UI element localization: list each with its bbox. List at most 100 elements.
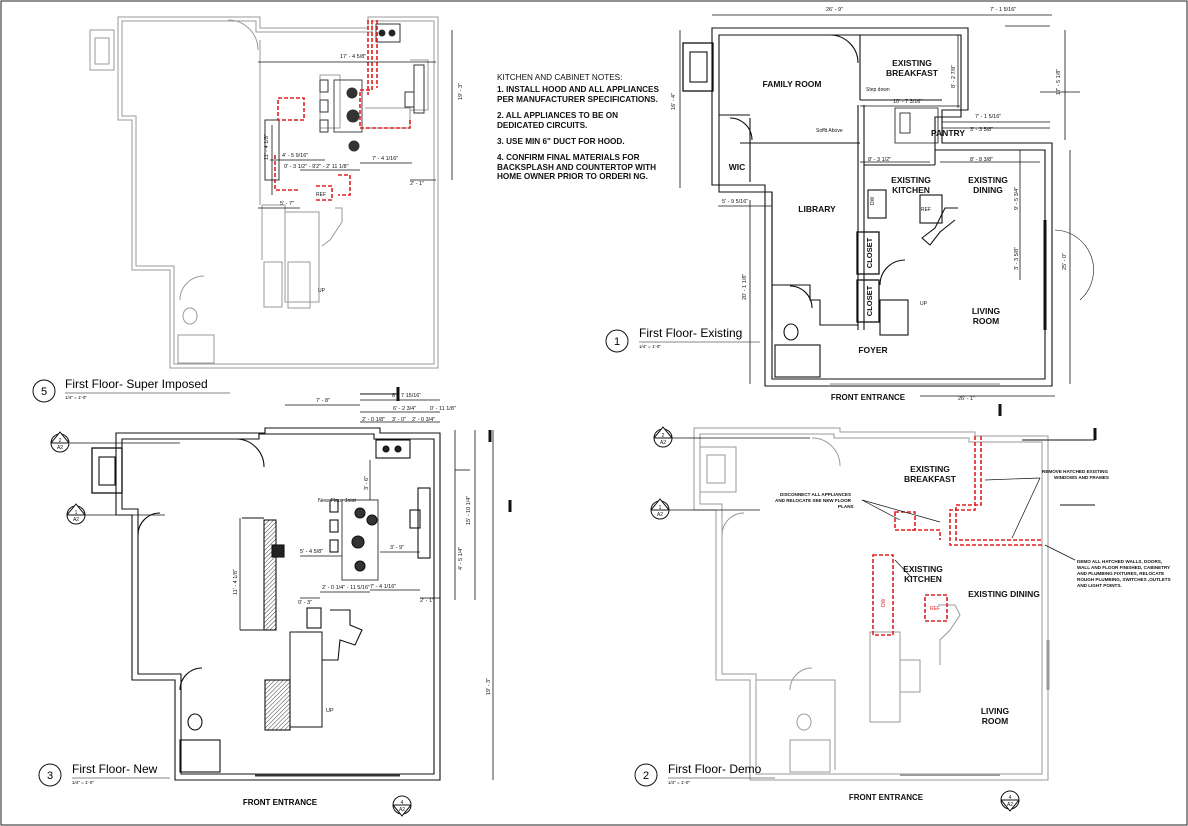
- plan-superimposed-new: [264, 23, 425, 181]
- svg-text:UP: UP: [318, 288, 326, 294]
- view-title-5: 5 First Floor- Super Imposed 1/4" = 1'-0…: [32, 377, 230, 403]
- svg-text:7' - 4 1/16": 7' - 4 1/16": [372, 156, 398, 162]
- svg-text:A2: A2: [657, 512, 663, 518]
- svg-text:DW: DW: [870, 196, 876, 205]
- note-4: 4. CONFIRM FINAL MATERIALS FOR BACKSPLAS…: [497, 153, 657, 182]
- svg-text:First Floor- Existing: First Floor- Existing: [639, 326, 742, 340]
- svg-text:3' - 3 5/8": 3' - 3 5/8": [970, 127, 993, 133]
- svg-text:2' - 0 3/4": 2' - 0 3/4": [412, 417, 435, 423]
- svg-text:20' - 1 1/8": 20' - 1 1/8": [742, 274, 748, 300]
- svg-text:8' - 8 3/8": 8' - 8 3/8": [970, 157, 993, 163]
- svg-text:2: 2: [643, 770, 649, 782]
- svg-text:FRONT ENTRANCE: FRONT ENTRANCE: [831, 393, 906, 402]
- svg-text:BREAKFAST: BREAKFAST: [886, 68, 939, 78]
- svg-text:4' - 5 1/4": 4' - 5 1/4": [458, 547, 464, 570]
- demo-leaders: [861, 477, 1076, 579]
- svg-text:ROOM: ROOM: [982, 716, 1008, 726]
- note-3: 3. USE MIN 6" DUCT FOR HOOD.: [497, 137, 625, 147]
- svg-text:Soffit Above: Soffit Above: [816, 128, 843, 134]
- svg-text:ROOM: ROOM: [973, 316, 999, 326]
- svg-text:3' - 3 5/8": 3' - 3 5/8": [1014, 247, 1020, 270]
- svg-text:5: 5: [41, 386, 47, 398]
- section-cut-marks: [360, 387, 1097, 512]
- svg-text:EXISTING DINING: EXISTING DINING: [968, 589, 1040, 599]
- svg-text:3' - 6": 3' - 6": [364, 476, 370, 490]
- svg-text:LIBRARY: LIBRARY: [798, 204, 836, 214]
- svg-text:A2: A2: [73, 517, 79, 523]
- svg-text:KITCHEN: KITCHEN: [904, 574, 942, 584]
- svg-text:BREAKFAST: BREAKFAST: [904, 474, 957, 484]
- svg-text:DW: DW: [881, 598, 887, 607]
- svg-text:REF: REF: [930, 606, 940, 612]
- svg-text:19' - 3": 19' - 3": [458, 83, 464, 100]
- svg-text:EXISTING: EXISTING: [910, 464, 950, 474]
- svg-text:16' - 4": 16' - 4": [671, 93, 677, 110]
- svg-text:7' - 4 1/16": 7' - 4 1/16": [370, 584, 396, 590]
- svg-text:10' - 7 3/16": 10' - 7 3/16": [893, 99, 922, 105]
- svg-text:AND PLUMBING FIXTURES, RELOCAT: AND PLUMBING FIXTURES, RELOCATE: [1077, 571, 1164, 576]
- view-title-2: 2 First Floor- Demo 1/4" = 1'-0": [634, 762, 775, 787]
- svg-text:17' - 5 1/8": 17' - 5 1/8": [1056, 69, 1062, 95]
- svg-text:3' - 9": 3' - 9": [390, 545, 404, 551]
- plan-demo: [693, 427, 1050, 781]
- svg-text:0' - 3": 0' - 3": [298, 600, 312, 606]
- room-labels-demo: EXISTING BREAKFAST EXISTING KITCHEN EXIS…: [849, 464, 1040, 802]
- svg-text:8' - 2 7/8": 8' - 2 7/8": [951, 65, 957, 88]
- svg-text:CLOSET: CLOSET: [865, 237, 874, 268]
- plan-superimposed: [89, 16, 439, 369]
- svg-text:WINDOWS AND FRAMES: WINDOWS AND FRAMES: [1054, 475, 1109, 480]
- svg-text:FRONT ENTRANCE: FRONT ENTRANCE: [849, 793, 924, 802]
- svg-text:REF: REF: [921, 207, 931, 213]
- svg-text:1/4" = 1'-0": 1/4" = 1'-0": [72, 780, 94, 785]
- svg-text:AND RELOCATE SEE NEW FLOOR: AND RELOCATE SEE NEW FLOOR: [775, 498, 852, 503]
- svg-text:Step down: Step down: [866, 87, 890, 93]
- view-title-1: 1 First Floor- Existing 1/4" = 1'-0": [605, 326, 760, 353]
- view-title-3: 3 First Floor- New 1/4" = 1'-0" FRONT EN…: [38, 762, 318, 807]
- svg-text:3: 3: [47, 770, 53, 782]
- plan-new: [91, 427, 441, 781]
- svg-text:First Floor- Super Imposed: First Floor- Super Imposed: [65, 377, 208, 391]
- svg-text:FRONT ENTRANCE: FRONT ENTRANCE: [243, 798, 318, 807]
- svg-text:1: 1: [659, 505, 662, 511]
- svg-text:1: 1: [614, 336, 620, 348]
- svg-text:EXISTING: EXISTING: [968, 175, 1008, 185]
- svg-text:DEMO ALL HATCHED WALLS, DOORS,: DEMO ALL HATCHED WALLS, DOORS,: [1077, 559, 1162, 564]
- dims-new: [239, 399, 494, 780]
- svg-text:1/4" = 1'-0": 1/4" = 1'-0": [639, 344, 661, 349]
- svg-text:LIVING: LIVING: [981, 706, 1010, 716]
- section-tag-d: [650, 498, 760, 520]
- svg-text:26' - 1": 26' - 1": [958, 396, 975, 402]
- svg-text:DINING: DINING: [973, 185, 1003, 195]
- svg-text:5' - 4 5/8": 5' - 4 5/8": [300, 549, 323, 555]
- svg-text:First Floor- New: First Floor- New: [72, 762, 158, 776]
- svg-text:26' - 9": 26' - 9": [826, 7, 843, 13]
- svg-text:0' - 3 1/2" - 9'2" - 2' 11 1/8: 0' - 3 1/2" - 9'2" - 2' 11 1/8": [284, 164, 349, 170]
- svg-text:First Floor- Demo: First Floor- Demo: [668, 762, 762, 776]
- svg-text:EXISTING: EXISTING: [891, 175, 931, 185]
- dim-labels-superimposed: 17' - 4 5/8" 19' - 3" 4' - 5 9/16" 7' - …: [264, 54, 464, 294]
- room-labels-existing: FAMILY ROOM EXISTING BREAKFAST PANTRY EX…: [729, 58, 1008, 402]
- svg-text:8' - 3 1/2": 8' - 3 1/2": [868, 157, 891, 163]
- svg-text:4: 4: [401, 800, 404, 806]
- svg-text:8' - 7 15/16": 8' - 7 15/16": [392, 393, 421, 399]
- svg-text:3' - 0": 3' - 0": [392, 417, 406, 423]
- svg-text:2' - 1": 2' - 1": [410, 181, 424, 187]
- svg-text:4: 4: [1009, 795, 1012, 801]
- plan-demo-hatched: [872, 436, 1042, 636]
- svg-text:UP: UP: [326, 708, 334, 714]
- section-tag-a: [50, 431, 180, 453]
- kitchen-cabinet-notes: KITCHEN AND CABINET NOTES: 1. INSTALL HO…: [497, 73, 667, 182]
- small-labels-existing: Step down Soffit Above DW REF UP: [816, 87, 931, 307]
- notes-title: KITCHEN AND CABINET NOTES:: [497, 73, 623, 82]
- dim-labels-new: 7' - 8" 8' - 7 15/16" 6' - 2 3/4" 0' - 1…: [233, 393, 492, 714]
- svg-text:New Floor Joist: New Floor Joist: [318, 498, 356, 504]
- svg-text:WIC: WIC: [729, 162, 746, 172]
- svg-text:1/4" = 1'-0": 1/4" = 1'-0": [668, 780, 690, 785]
- section-tag-b: [66, 503, 165, 525]
- section-tag-e: [392, 795, 412, 817]
- svg-text:2' - 1": 2' - 1": [420, 598, 434, 604]
- dim-labels-existing: 26' - 9" 7' - 1 5/16" 16' - 4" 17' - 5 1…: [671, 7, 1068, 402]
- svg-text:7' - 8": 7' - 8": [316, 398, 330, 404]
- plan-existing: [682, 27, 1094, 387]
- section-tag-c: [653, 426, 810, 448]
